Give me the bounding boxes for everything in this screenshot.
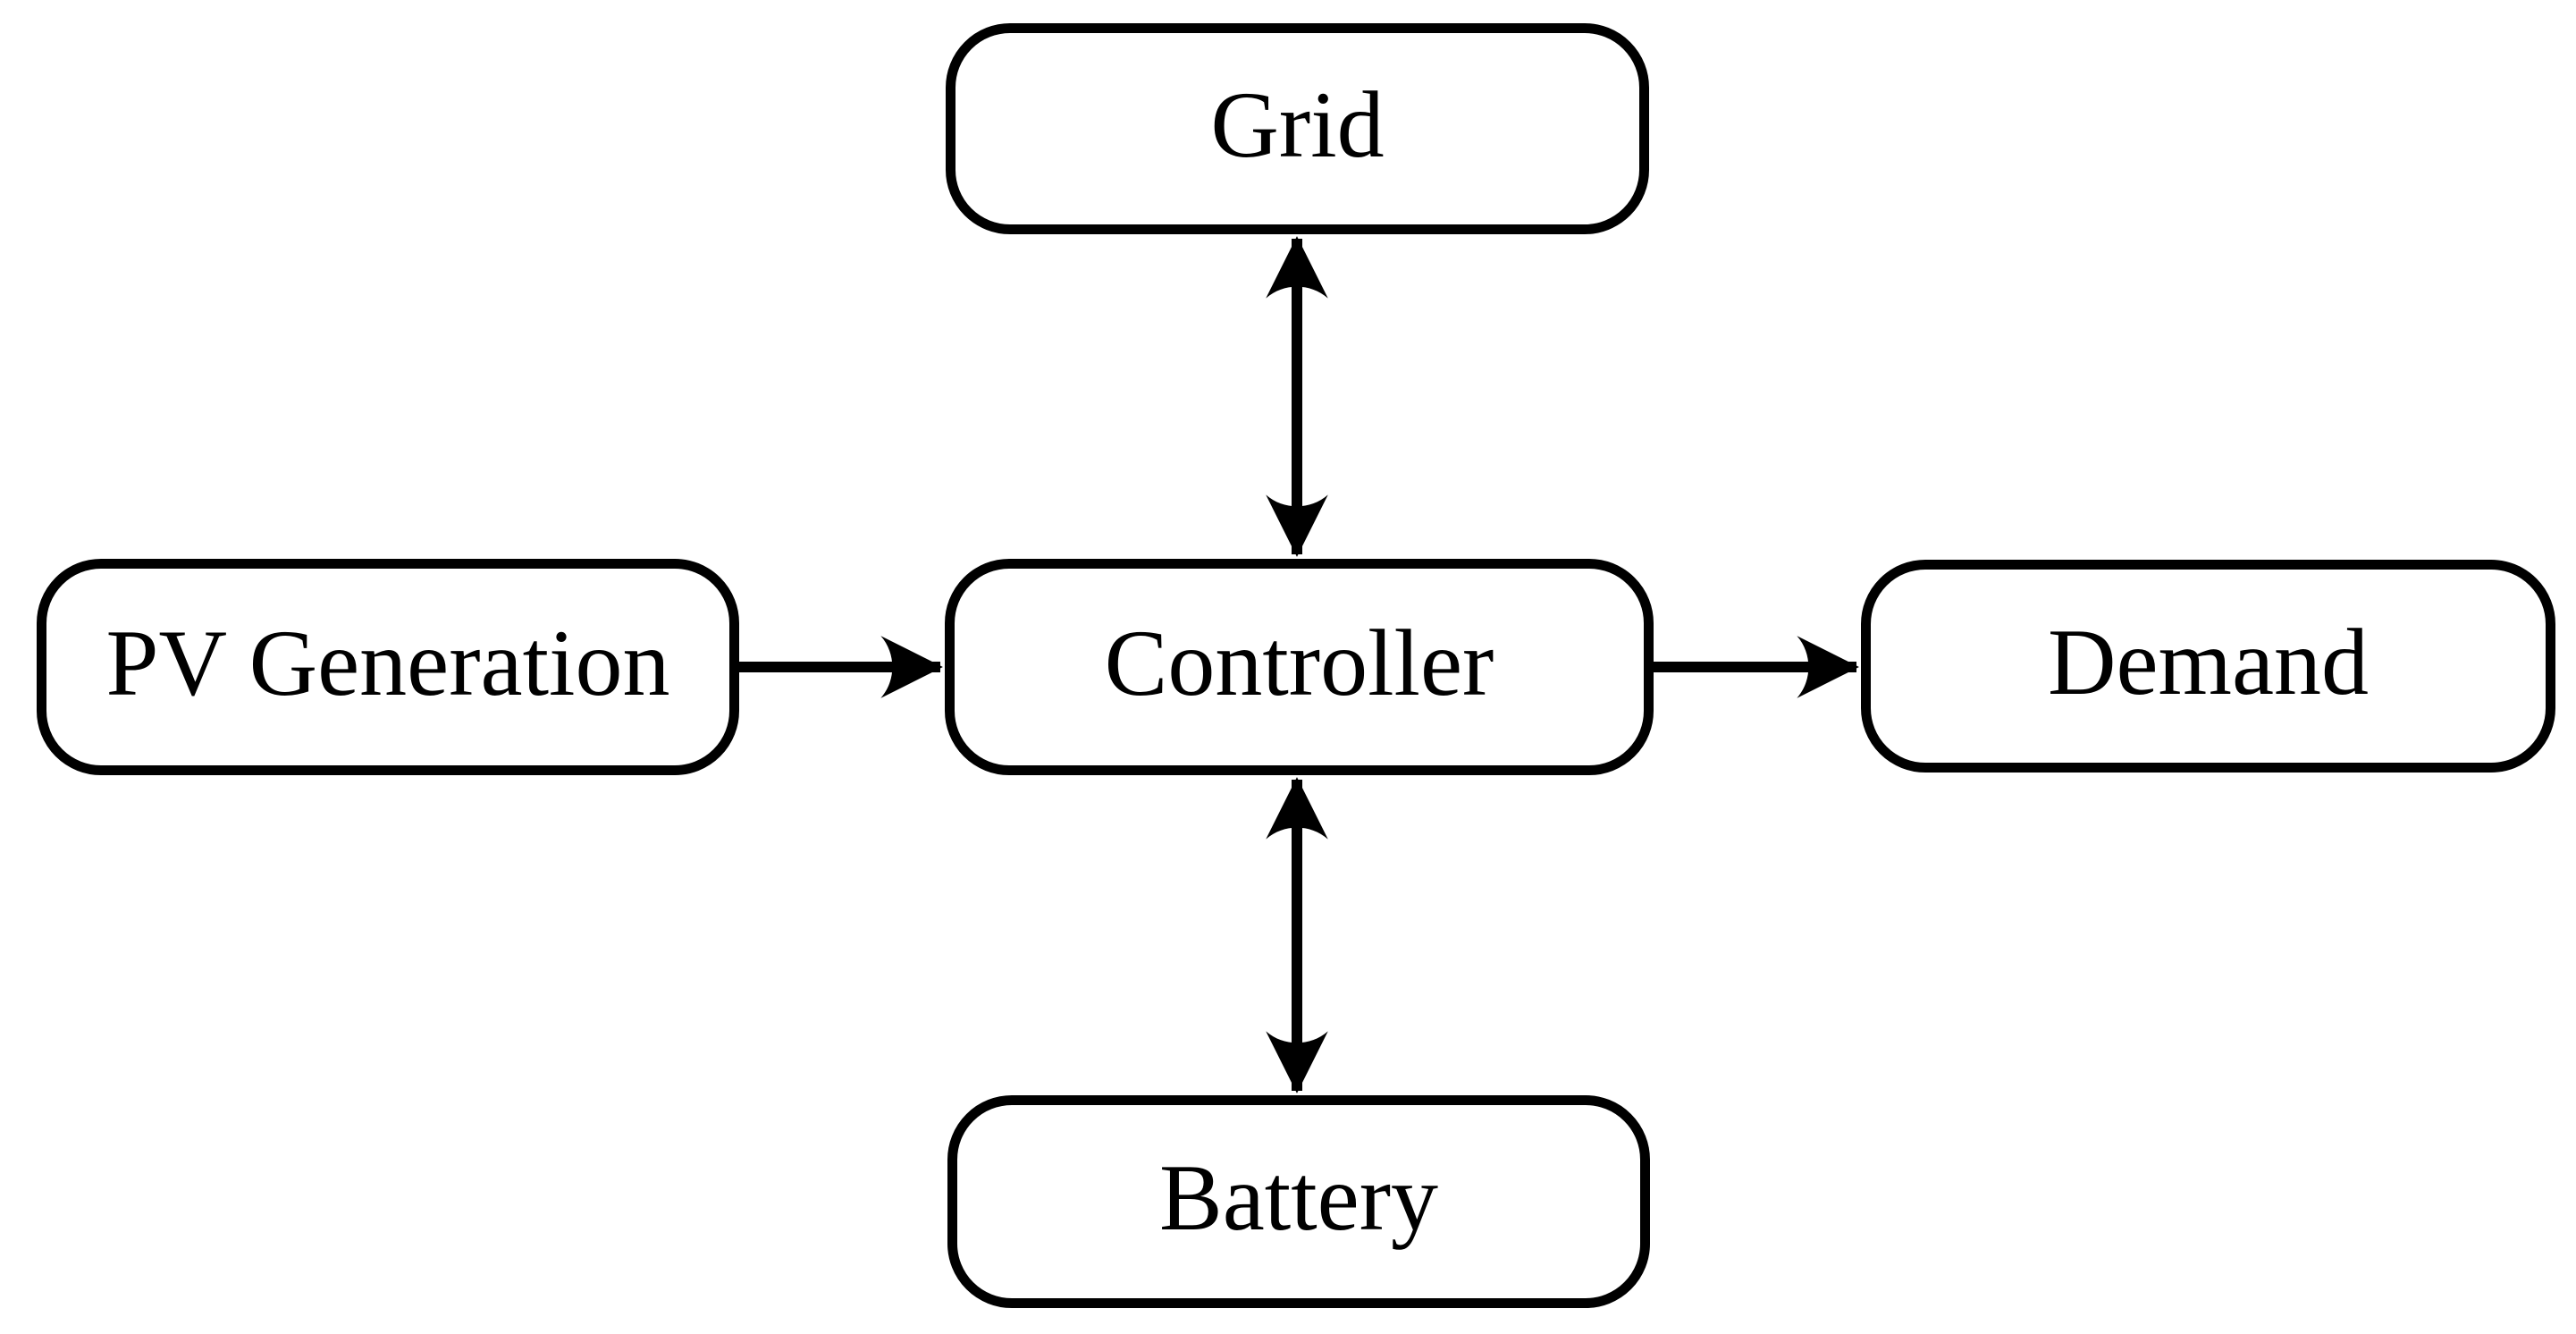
node-controller-label: Controller xyxy=(1104,611,1494,715)
node-demand-label: Demand xyxy=(2047,610,2370,714)
node-pv-generation-label: PV Generation xyxy=(105,611,670,715)
node-grid-label: Grid xyxy=(1210,72,1385,177)
node-demand: Demand xyxy=(1861,560,2555,773)
node-pv-generation: PV Generation xyxy=(37,559,739,775)
node-battery: Battery xyxy=(947,1095,1650,1308)
node-grid: Grid xyxy=(946,23,1649,234)
node-battery-label: Battery xyxy=(1159,1145,1438,1250)
node-controller: Controller xyxy=(945,559,1654,775)
